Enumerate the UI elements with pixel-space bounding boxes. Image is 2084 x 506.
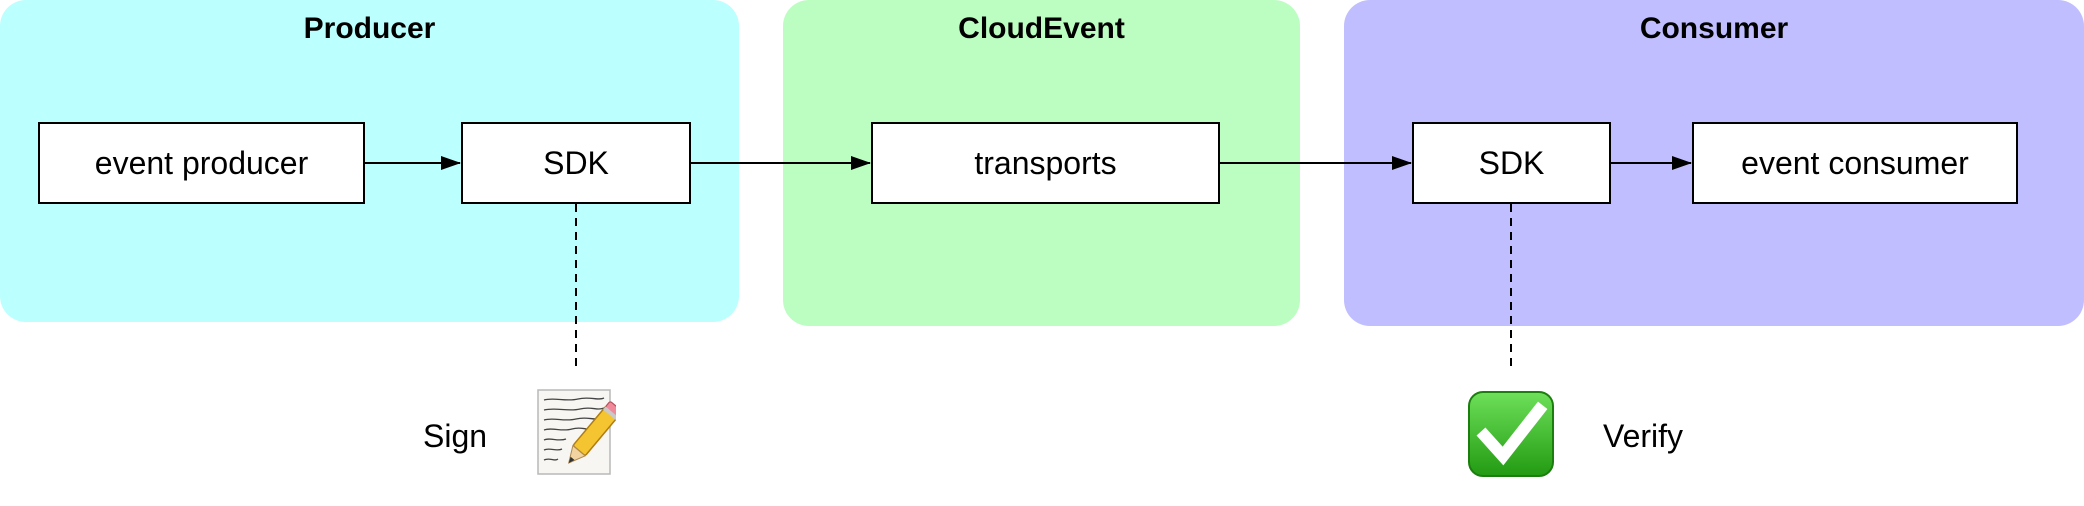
- green-check-mark-icon: [1467, 390, 1555, 478]
- consumer-sdk-node: SDK: [1412, 122, 1611, 204]
- cloudevent-zone-title: CloudEvent: [958, 12, 1125, 45]
- signed-document-pencil-icon: [536, 388, 623, 478]
- sign-label: Sign: [423, 418, 488, 454]
- verify-label: Verify: [1603, 418, 1684, 454]
- consumer-zone-title: Consumer: [1639, 12, 1789, 45]
- producer-sdk-node: SDK: [461, 122, 691, 204]
- producer-zone-title: Producer: [303, 12, 436, 45]
- event-consumer-node: event consumer: [1692, 122, 2018, 204]
- transports-node: transports: [871, 122, 1220, 204]
- event-producer-node: event producer: [38, 122, 365, 204]
